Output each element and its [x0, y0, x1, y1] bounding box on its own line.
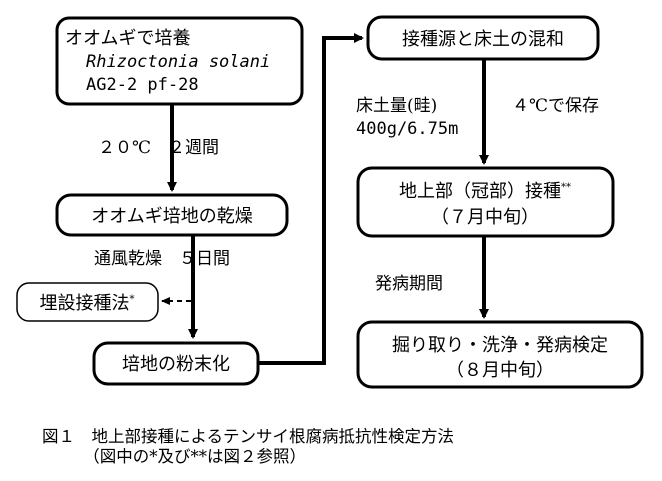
node-inoculation: 地上部（冠部）接種** （７月中旬）	[356, 166, 615, 238]
label-airdry: 通風乾燥 ５日間	[94, 249, 230, 269]
label-storage: ４℃で保存	[512, 96, 599, 116]
node-burial: 埋設接種法*	[16, 282, 159, 322]
node-dig-line1: 掘り取り・洗浄・発病検定	[392, 335, 608, 356]
node-dig-box	[356, 320, 644, 389]
node-culture-strain: AG2-2 pf-28	[86, 75, 199, 95]
node-culture: オオムギで培養 Rhizoctonia solani AG2-2 pf-28	[55, 16, 304, 106]
node-inoculation-text: 地上部（冠部）接種	[399, 181, 561, 202]
node-inoculation-line1: 地上部（冠部）接種**	[399, 181, 571, 202]
node-powder-label: 培地の粉末化	[122, 354, 230, 375]
label-soil-amount-1: 床土量(畦)	[356, 96, 437, 116]
node-culture-box	[55, 16, 304, 106]
node-culture-organism: Rhizoctonia solani	[86, 52, 270, 72]
label-soil-amount-2: 400g/6.75m	[356, 119, 458, 139]
node-inoculation-line2: （７月中旬）	[431, 207, 539, 228]
node-dry-medium-label: オオムギ培地の乾燥	[91, 206, 252, 227]
node-powder: 培地の粉末化	[92, 341, 260, 386]
figure-caption-line2: （図中の*及び**は図２参照）	[42, 447, 307, 466]
label-culture-condition: ２０℃ ２週間	[98, 138, 219, 158]
node-mixing-label: 接種源と床土の混和	[402, 29, 564, 50]
node-burial-label: 埋設接種法*	[40, 293, 135, 314]
node-dry-medium: オオムギ培地の乾燥	[55, 193, 289, 237]
node-mixing: 接種源と床土の混和	[366, 15, 600, 61]
label-disease-period: 発病期間	[375, 274, 443, 294]
flowchart: オオムギで培養 Rhizoctonia solani AG2-2 pf-28 ２…	[16, 15, 644, 389]
node-culture-title: オオムギで培養	[65, 28, 190, 49]
arrow-powder-to-mixing	[258, 33, 364, 365]
node-inoculation-mark: **	[561, 182, 571, 193]
node-dig-line2: （８月中旬）	[446, 360, 554, 381]
node-burial-text: 埋設接種法	[40, 293, 130, 314]
node-burial-box	[16, 282, 159, 322]
figure-caption-line1: 図１ 地上部接種によるテンサイ根腐病抵抗性検定方法	[42, 427, 455, 446]
node-dry-medium-box	[55, 193, 289, 237]
node-burial-mark: *	[130, 294, 135, 305]
node-dig: 掘り取り・洗浄・発病検定 （８月中旬）	[356, 320, 644, 389]
